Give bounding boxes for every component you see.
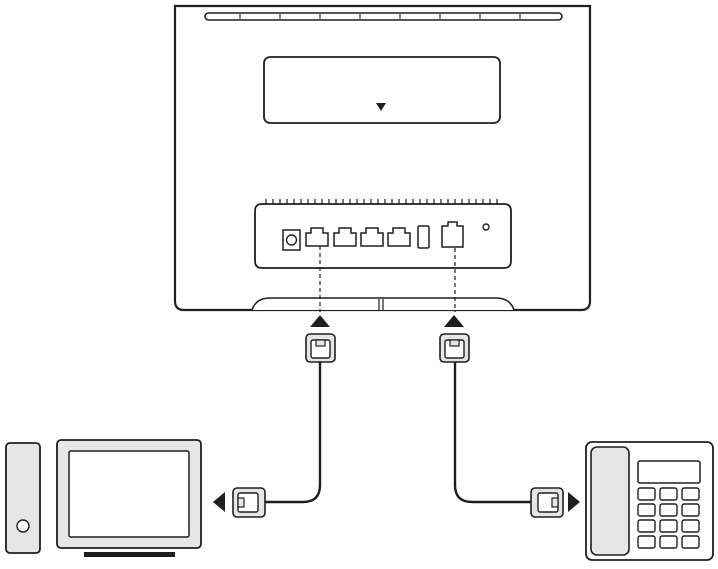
keypad-key — [682, 488, 699, 500]
telephone-display — [638, 461, 700, 483]
monitor-stand — [84, 552, 175, 557]
telephone-handset — [591, 447, 629, 555]
keypad-key — [638, 504, 655, 516]
ethernet-cable-icon — [265, 362, 320, 502]
phone-plug-icon — [531, 488, 563, 517]
phone-cable-icon — [455, 362, 531, 502]
ethernet-plug-icon — [306, 334, 335, 362]
telephone-icon — [586, 442, 713, 560]
keypad-key — [682, 504, 699, 516]
keypad-key — [682, 536, 699, 548]
computer-tower — [6, 443, 40, 553]
router-icon — [175, 6, 590, 310]
power-port-icon — [283, 230, 300, 250]
insert-arrow-right-icon — [568, 492, 580, 512]
keypad-key — [660, 488, 677, 500]
keypad-key — [660, 536, 677, 548]
keypad-key — [638, 488, 655, 500]
keypad-key — [638, 520, 655, 532]
insert-arrow-left-icon — [213, 492, 225, 512]
telephone-port-icon — [442, 222, 463, 247]
reset-hole-icon — [483, 224, 489, 230]
keypad-key — [638, 536, 655, 548]
ethernet-plug-icon — [233, 488, 265, 517]
usb-port-icon — [418, 226, 429, 248]
keypad-key — [660, 520, 677, 532]
desktop-computer-icon — [6, 440, 201, 557]
insert-arrow-up-icon — [444, 315, 464, 327]
keypad-key — [682, 520, 699, 532]
phone-plug-icon — [440, 334, 469, 362]
router-top-panel-icon — [264, 57, 500, 123]
router-top-vent — [205, 13, 562, 20]
keypad-key — [660, 504, 677, 516]
power-button-icon — [17, 520, 29, 532]
monitor-screen — [69, 451, 189, 537]
insert-arrow-up-icon — [310, 315, 330, 327]
